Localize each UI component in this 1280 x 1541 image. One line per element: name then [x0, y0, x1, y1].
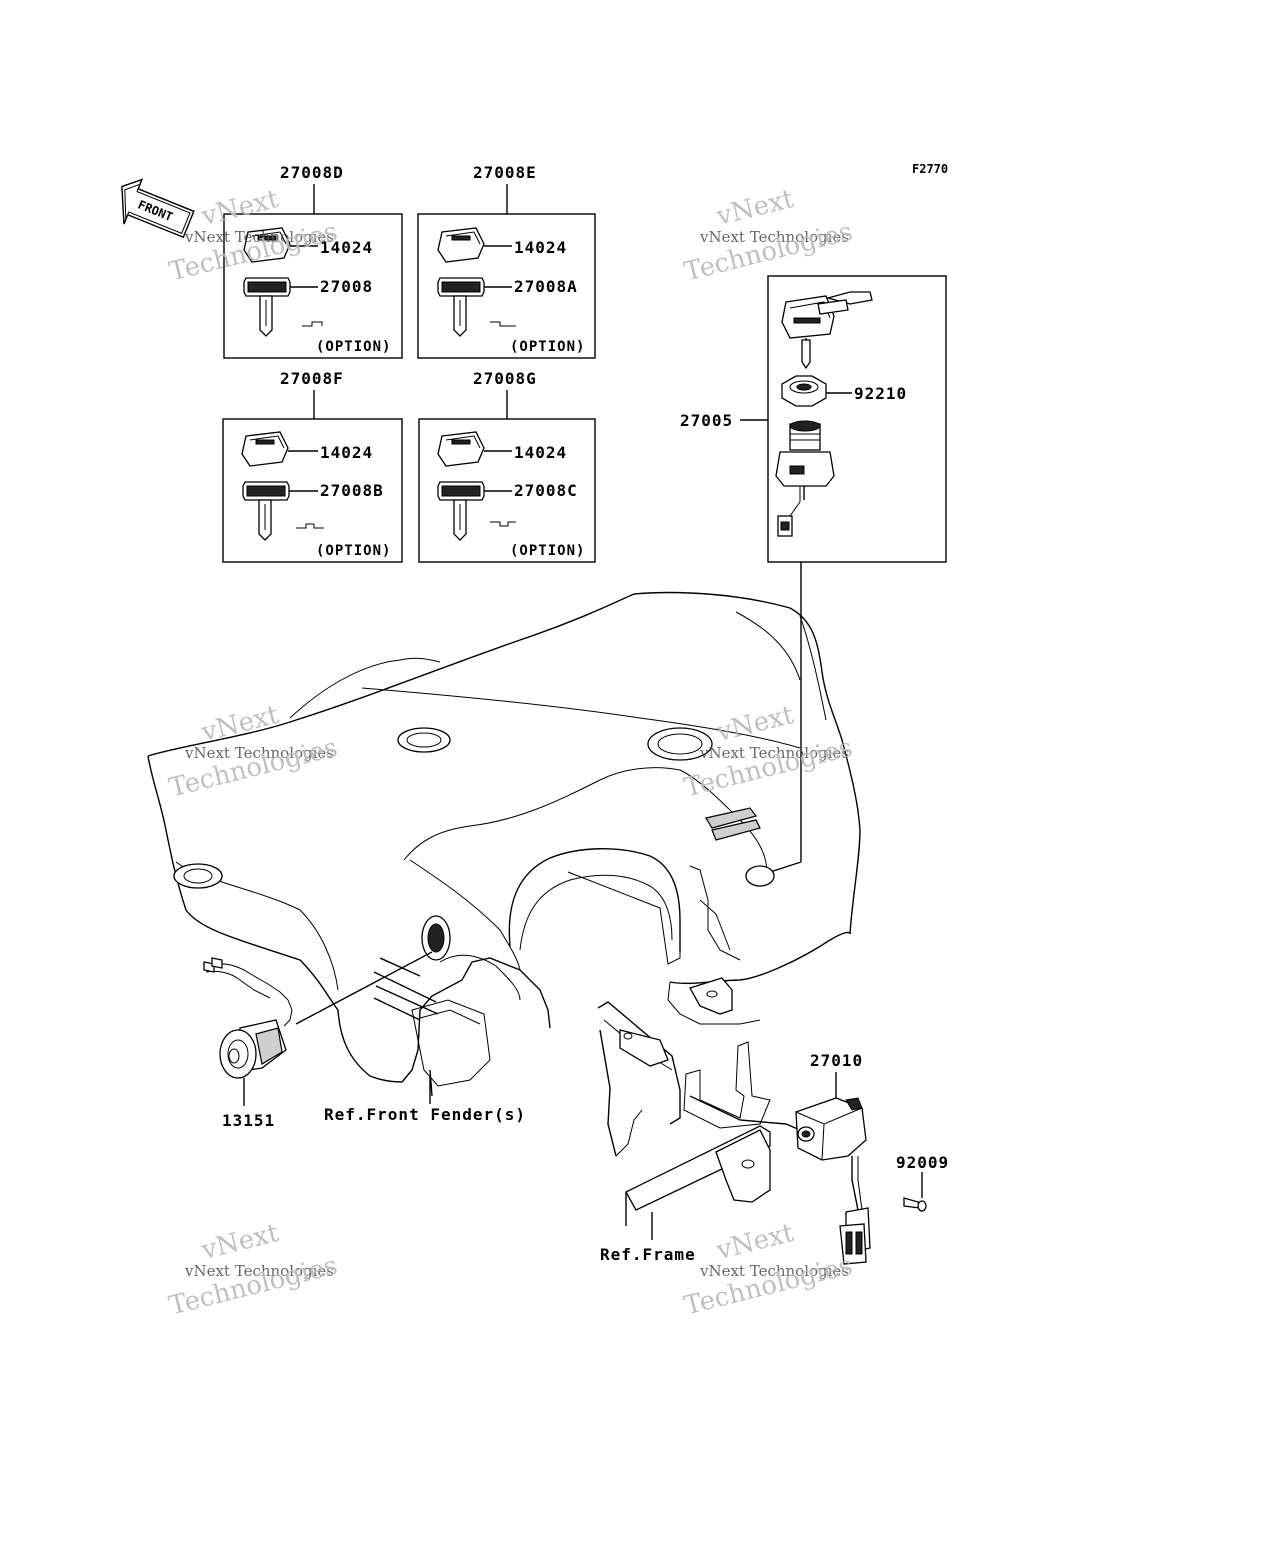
frame-ref: Ref.Frame [600, 1245, 696, 1264]
option-note: (OPTION) [316, 339, 391, 355]
key-icon [437, 277, 485, 337]
switch-assembly-27005: 92210 27005 [680, 275, 947, 563]
key-cut-icon [490, 321, 516, 327]
cap-part-number: 14024 [320, 443, 373, 462]
svg-text:vNext Technologies: vNext Technologies [184, 228, 334, 246]
key-cap-icon [241, 431, 289, 467]
group-label-27008E: 27008E [473, 163, 537, 182]
key-cap-icon [437, 227, 485, 263]
svg-text:vNext: vNext [198, 700, 282, 748]
front-cowl-panel [147, 591, 861, 1097]
group-27008D: 27008D 14024 27008 (OPTION) [223, 163, 403, 359]
svg-text:vNext Technologies: vNext Technologies [184, 744, 334, 762]
key-cut-icon [490, 521, 516, 527]
svg-text:vNext: vNext [713, 700, 797, 748]
screw-icon [903, 1197, 927, 1212]
key-cap-icon [437, 431, 485, 467]
indicator-part-number: 13151 [222, 1111, 275, 1130]
svg-text:vNext: vNext [713, 184, 797, 232]
cap-part-number: 14024 [514, 443, 567, 462]
key-cut-icon [296, 523, 324, 529]
key-part-number: 27008C [514, 481, 578, 500]
figure-code: F2770 [912, 162, 948, 176]
svg-text:vNext Technologies: vNext Technologies [699, 744, 849, 762]
key-cut-icon [302, 321, 323, 327]
group-label-27008G: 27008G [473, 369, 537, 388]
brake-switch-icon [795, 1097, 871, 1265]
group-label-27008F: 27008F [280, 369, 344, 388]
group-27008G: 27008G 14024 27008C (OPTION) [418, 369, 596, 563]
option-note: (OPTION) [316, 543, 391, 559]
group-27008F: 27008F 14024 27008B (OPTION) [222, 369, 403, 563]
switch-part-number: 27010 [810, 1051, 863, 1070]
option-note: (OPTION) [510, 339, 585, 355]
option-note: (OPTION) [510, 543, 585, 559]
svg-text:vNext: vNext [713, 1218, 797, 1266]
ignition-switch-icon [775, 420, 835, 537]
nut-part-number: 92210 [854, 384, 907, 403]
leader-line-indicator [295, 951, 433, 1025]
indicator-lamp-icon [203, 957, 293, 1079]
svg-text:vNext Technologies: vNext Technologies [699, 228, 849, 246]
key-icon [437, 481, 485, 541]
front-fender-ref: Ref.Front Fender(s) [324, 1105, 526, 1124]
group-27008E: 27008E 14024 27008A (OPTION) [417, 163, 596, 359]
key-part-number: 27008B [320, 481, 384, 500]
frame-icon [597, 1001, 801, 1226]
svg-text:vNext Technologies: vNext Technologies [184, 1262, 334, 1280]
key-cap-icon [243, 227, 291, 263]
key-icon [243, 277, 291, 337]
key-part-number: 27008A [514, 277, 578, 296]
cap-part-number: 14024 [514, 238, 567, 257]
key-icon [242, 481, 290, 541]
screw-part-number: 92009 [896, 1153, 949, 1172]
group-label-27008D: 27008D [280, 163, 344, 182]
front-arrow-icon: FRONT [121, 178, 195, 239]
switch-assembly-part-number: 27005 [680, 411, 733, 430]
svg-text:vNext Technologies: vNext Technologies [699, 1262, 849, 1280]
nut-icon [781, 375, 827, 407]
key-part-number: 27008 [320, 277, 373, 296]
cap-part-number: 14024 [320, 238, 373, 257]
svg-text:vNext: vNext [198, 1218, 282, 1266]
ignition-key-icon [781, 291, 873, 370]
